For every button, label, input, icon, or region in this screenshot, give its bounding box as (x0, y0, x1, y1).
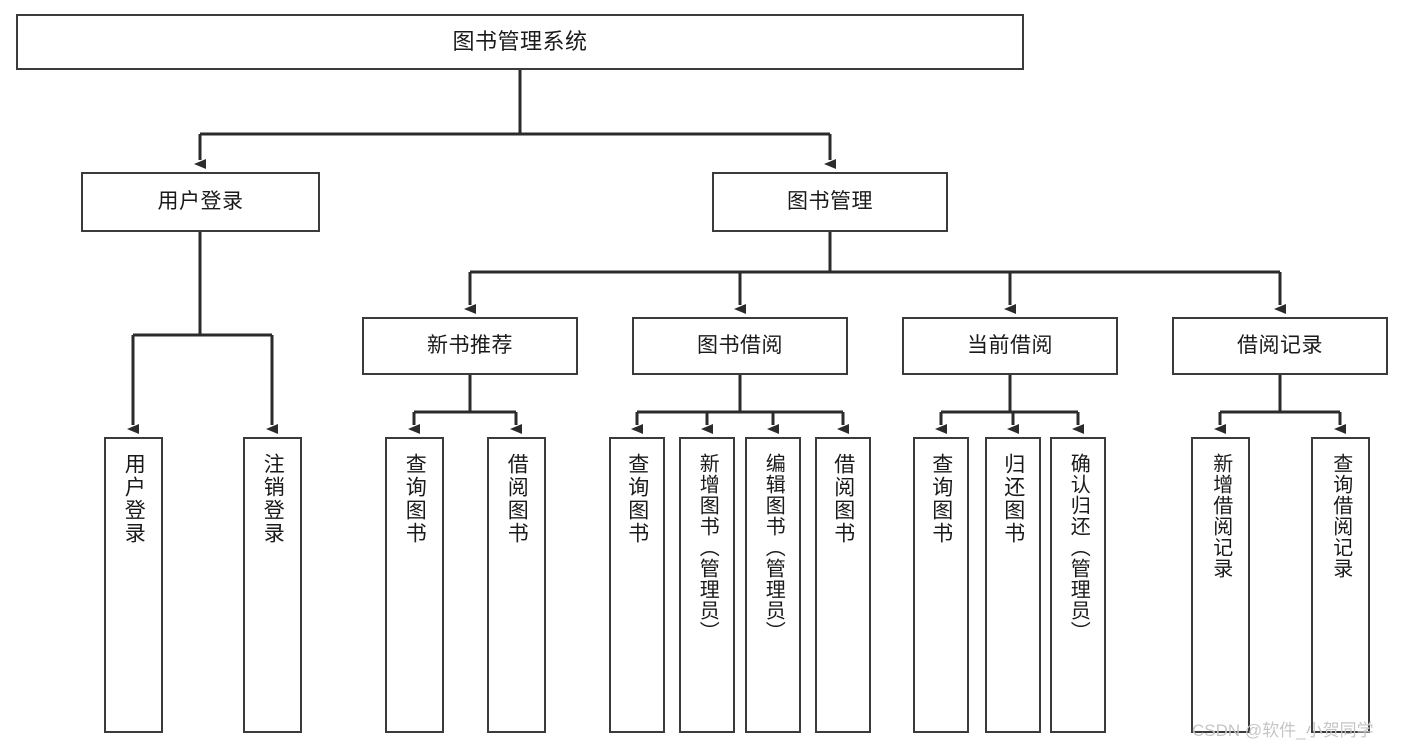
node-book-borrow[interactable]: 图书借阅 (632, 317, 848, 375)
csdn-watermark: CSDN @软件_小贺同学 (1192, 721, 1374, 740)
node-leaf-borrow-book-2-label: 借阅图书 (831, 453, 855, 545)
node-leaf-query-book-1-label: 查询图书 (403, 453, 427, 545)
node-book-manage[interactable]: 图书管理 (712, 172, 948, 232)
node-leaf-query-borrow-record[interactable]: 查询借阅记录 (1311, 437, 1370, 733)
node-leaf-user-logout[interactable]: 注销登录 (243, 437, 302, 733)
node-book-manage-label: 图书管理 (787, 190, 873, 214)
node-leaf-return-book-label: 归还图书 (1001, 453, 1025, 545)
node-leaf-query-book-3[interactable]: 查询图书 (913, 437, 969, 733)
node-current-borrow[interactable]: 当前借阅 (902, 317, 1118, 375)
node-leaf-add-borrow-record[interactable]: 新增借阅记录 (1191, 437, 1250, 733)
node-leaf-edit-book-admin-label: 编辑图书（管理员） (762, 453, 785, 642)
node-leaf-confirm-return-admin-label: 确认归还（管理员） (1067, 453, 1090, 642)
node-leaf-borrow-book-2[interactable]: 借阅图书 (815, 437, 871, 733)
node-current-borrow-label: 当前借阅 (967, 334, 1053, 358)
node-leaf-user-login-label: 用户登录 (122, 453, 146, 545)
node-leaf-user-logout-label: 注销登录 (261, 453, 285, 545)
node-leaf-add-borrow-record-label: 新增借阅记录 (1209, 453, 1232, 579)
node-borrow-record[interactable]: 借阅记录 (1172, 317, 1388, 375)
node-leaf-edit-book-admin[interactable]: 编辑图书（管理员） (745, 437, 801, 733)
node-leaf-query-book-1[interactable]: 查询图书 (385, 437, 444, 733)
node-book-borrow-label: 图书借阅 (697, 334, 783, 358)
node-leaf-query-borrow-record-label: 查询借阅记录 (1329, 453, 1352, 579)
node-new-book-recommend[interactable]: 新书推荐 (362, 317, 578, 375)
node-leaf-return-book[interactable]: 归还图书 (985, 437, 1041, 733)
node-root-system[interactable]: 图书管理系统 (16, 14, 1024, 70)
node-user-login-label: 用户登录 (157, 190, 244, 214)
node-leaf-query-book-2[interactable]: 查询图书 (609, 437, 665, 733)
node-leaf-add-book-admin-label: 新增图书（管理员） (696, 453, 719, 642)
node-leaf-borrow-book-1-label: 借阅图书 (505, 453, 529, 545)
node-borrow-record-label: 借阅记录 (1237, 334, 1323, 358)
node-leaf-add-book-admin[interactable]: 新增图书（管理员） (679, 437, 735, 733)
node-leaf-user-login[interactable]: 用户登录 (104, 437, 163, 733)
node-leaf-borrow-book-1[interactable]: 借阅图书 (487, 437, 546, 733)
node-leaf-query-book-3-label: 查询图书 (929, 453, 953, 545)
node-leaf-query-book-2-label: 查询图书 (625, 453, 649, 545)
node-user-login[interactable]: 用户登录 (81, 172, 320, 232)
node-leaf-confirm-return-admin[interactable]: 确认归还（管理员） (1050, 437, 1106, 733)
node-root-system-label: 图书管理系统 (452, 28, 588, 54)
node-new-book-recommend-label: 新书推荐 (427, 334, 513, 358)
